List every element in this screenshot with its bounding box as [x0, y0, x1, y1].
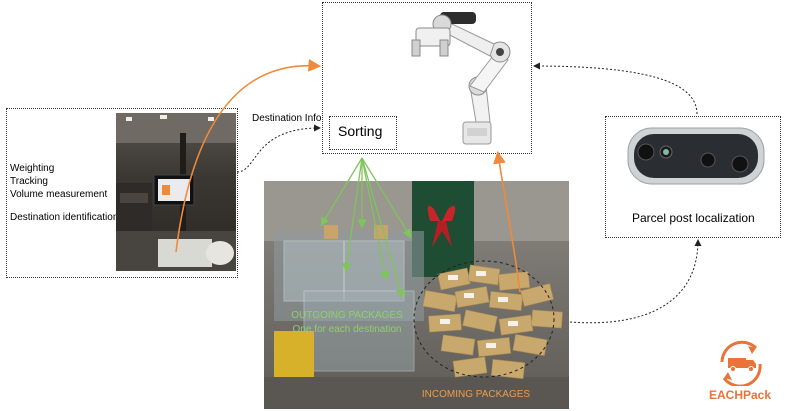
- outgoing-packages-label: OUTGOING PACKAGES: [291, 310, 403, 321]
- sorting-label: Sorting: [338, 123, 383, 139]
- incoming-packages-label: INCOMING PACKAGES: [421, 389, 531, 400]
- warehouse-scanner-photo: [116, 113, 236, 271]
- outgoing-packages-sublabel: One for each destination: [292, 324, 402, 335]
- truck-cycle-icon: [720, 340, 762, 388]
- label-tracking: Tracking: [10, 176, 48, 187]
- logo-text: EACHPack: [708, 388, 772, 402]
- label-destination-identification: Destination identification: [10, 212, 119, 223]
- label-volume: Volume measurement: [10, 189, 108, 200]
- label-weighting: Weighting: [10, 163, 55, 174]
- sorting-area-photo: OUTGOING PACKAGES One for each destinati…: [264, 181, 569, 409]
- camera-label: Parcel post localization: [632, 211, 755, 225]
- eachpack-logo: EACHPack: [700, 336, 780, 406]
- destination-info-label: Destination Info: [252, 113, 322, 124]
- sorting-box: [329, 116, 397, 150]
